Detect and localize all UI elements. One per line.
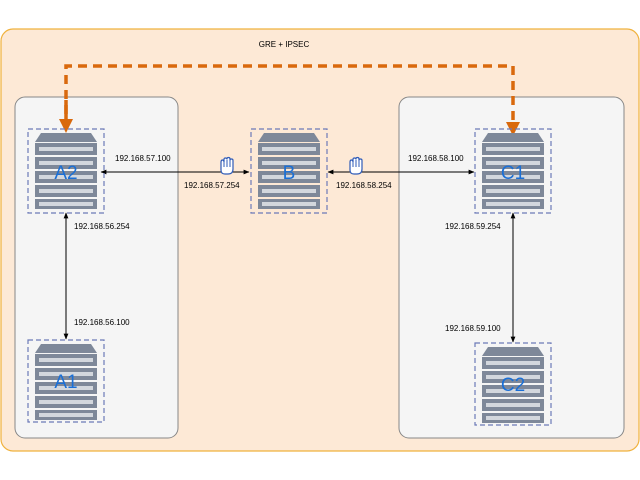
node-label: A2 [54, 163, 77, 184]
ip-label: 192.168.57.100 [115, 154, 171, 163]
firewall-icon [220, 156, 234, 175]
ip-label: 192.168.56.254 [74, 222, 130, 231]
ip-label: 192.168.58.100 [408, 154, 464, 163]
ip-label: 192.168.59.254 [445, 222, 501, 231]
ip-label: 192.168.58.254 [336, 181, 392, 190]
gre-ipsec-tunnel [64, 64, 520, 136]
ip-label: 192.168.57.254 [184, 181, 240, 190]
firewall-icon [349, 156, 363, 175]
ip-label: 192.168.56.100 [74, 318, 130, 327]
node-a2[interactable]: A2 [27, 128, 105, 214]
node-b[interactable]: B [250, 128, 328, 214]
node-label: A1 [54, 372, 77, 393]
node-c1[interactable]: C1 [474, 128, 552, 214]
tunnel-label: GRE + IPSEC [259, 40, 310, 49]
node-label: C1 [501, 163, 525, 184]
node-label: B [283, 163, 296, 184]
node-a1[interactable]: A1 [27, 339, 105, 423]
node-label: C2 [501, 375, 525, 396]
ip-label: 192.168.59.100 [445, 324, 501, 333]
node-c2[interactable]: C2 [474, 342, 552, 426]
